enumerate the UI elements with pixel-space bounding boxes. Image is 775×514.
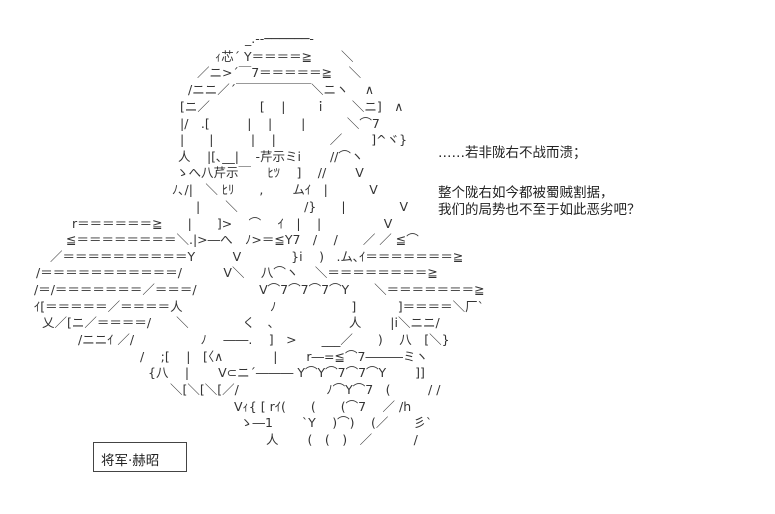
ascii-art-line: /＝＝＝＝＝＝＝＝＝＝＝/ V＼ 八⌒ヽ ＼＝＝＝＝＝＝＝＝≧ <box>36 265 438 280</box>
ascii-art-line: 乂／[ニ／＝＝＝＝/ ＼ く 、 人 |i＼ニニ/ <box>42 315 440 330</box>
ascii-art-line: /ニニｲ ／/ ﾉ ――. ] > ___／ ) 八 [＼} <box>78 332 450 347</box>
dialogue-line-1: ……若非陇右不战而溃； <box>438 145 587 161</box>
ascii-art-line: /＝/＝＝＝＝＝＝＝／＝＝＝/ V⌒7⌒7⌒7⌒Y ＼＝＝＝＝＝＝＝≧ <box>34 282 485 297</box>
ascii-art-line: ﾉ､/| ＼ ﾋﾘ , ムｲ | V <box>172 182 378 197</box>
ascii-art-line: r＝＝＝＝＝＝≧ | ]> ⌒ ｲ | | V <box>72 216 393 231</box>
dialogue-line-3: 我们的局势也不至于如此恶劣吧？ <box>438 202 641 218</box>
ascii-art-line: ゝ―1 `Y )⌒) (／ 彡` <box>240 415 433 430</box>
ascii-art-line: | | | | ／ ]^ヾ} <box>180 132 408 147</box>
ascii-art-line: ゝへ八芹示￣ ﾋﾂ ] // V <box>176 165 364 180</box>
ascii-art-line: ＼[＼[＼[／/ ﾉ⌒Y⌒7 ( / / <box>170 382 441 397</box>
ascii-art-line: Vｨ{ [ rｲ( ( (⌒7 ／ /h <box>234 399 412 414</box>
ascii-art-line: /ニニ／´￣￣￣￣￣￣＼ニヽ ∧ <box>188 82 375 97</box>
ascii-art-line: 人 ( ( ) ／ / <box>266 432 418 447</box>
ascii-art-line: _.-‐──────- <box>245 31 314 46</box>
ascii-art-line: |/ .[ | | | ＼⌒7 <box>180 116 380 131</box>
ascii-art-line: [ニ／ [ | ｉ ＼ニ] ∧ <box>180 99 404 114</box>
ascii-art-line: 人 |[､__| ‐芹示ミi //⌒ヽ <box>178 149 364 164</box>
speaker-name: 将军·赫昭 <box>101 453 160 469</box>
ascii-art-line: ≦＝＝＝＝＝＝＝＝＼.|>―へ ﾉ>＝≦Y7 / / ／ ／ ≦⌒ <box>66 232 419 247</box>
dialogue-line-2: 整个陇右如今都被蜀贼割据， <box>438 185 614 201</box>
ascii-art-line: | ＼ /} | V <box>196 199 409 214</box>
ascii-art-line: ｨ芯´ Y＝＝＝＝≧ ＼ <box>215 49 354 64</box>
speaker-name-box <box>93 442 187 472</box>
ascii-art-line: / ;[ | [〈∧ | r―=≦⌒7―――ミヽ <box>140 349 428 364</box>
ascii-art-line: ｲ[＝＝＝＝＝／＝＝＝＝人 ﾉ ] ]＝＝＝＝＼厂` <box>34 299 484 314</box>
ascii-art-line: {八 | V⊂ニ´――― Y⌒Y⌒7⌒7⌒Y ]] <box>148 365 425 380</box>
ascii-art-line: ／＝＝＝＝＝＝＝＝＝＝Y V }i ) .ム､ｲ＝＝＝＝＝＝＝≧ <box>50 249 464 264</box>
ascii-art-line: ／ニ>´￣7＝＝＝＝＝≧ ＼ <box>197 65 362 80</box>
